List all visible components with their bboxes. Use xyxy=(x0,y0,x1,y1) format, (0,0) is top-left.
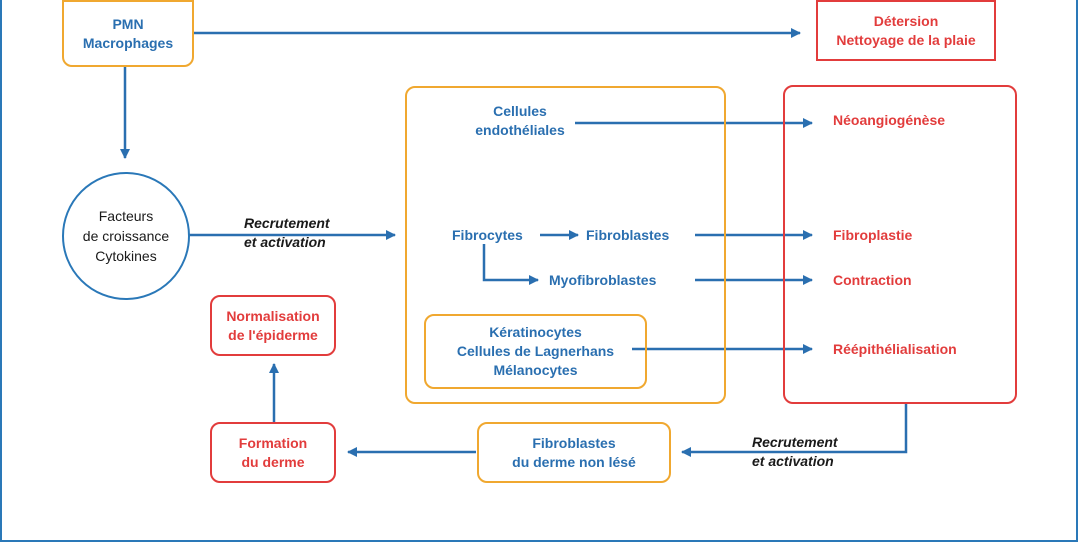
arrow-layer xyxy=(120,28,908,457)
fibroblastes-derme-box: Fibroblastes du derme non lésé xyxy=(477,422,671,483)
myofibroblastes-label: Myofibroblastes xyxy=(549,272,657,288)
fibroplastie-label: Fibroplastie xyxy=(833,227,913,243)
pmn-macrophages-box: PMN Macrophages xyxy=(62,0,194,67)
pmn-macrophages-text: PMN Macrophages xyxy=(82,15,174,51)
detersion-box: Détersion Nettoyage de la plaie xyxy=(816,0,996,61)
keratinocytes-text: Kératinocytes Cellules de Lagnerhans Mél… xyxy=(456,324,615,378)
facteurs-croissance-text: Facteurs de croissance Cytokines xyxy=(82,208,170,264)
normalisation-box: Normalisation de l'épiderme xyxy=(210,295,336,356)
neoangiogenese-label: Néoangiogénèse xyxy=(833,112,946,128)
keratinocytes-box: Kératinocytes Cellules de Lagnerhans Mél… xyxy=(424,314,647,389)
formation-derme-text: Formation du derme xyxy=(238,434,308,470)
formation-derme-box: Formation du derme xyxy=(210,422,336,483)
contraction-label: Contraction xyxy=(833,272,912,288)
cellules-endotheliales-label: Cellules endothéliales xyxy=(475,103,565,138)
recrutement-label-1: Recrutement et activation xyxy=(244,215,330,250)
fibroblastes-label: Fibroblastes xyxy=(586,227,670,243)
normalisation-text: Normalisation de l'épiderme xyxy=(226,307,320,343)
fibrocytes-label: Fibrocytes xyxy=(452,227,523,243)
facteurs-croissance-circle: Facteurs de croissance Cytokines xyxy=(62,172,190,300)
recrutement-label-2: Recrutement et activation xyxy=(752,434,838,469)
fibroblastes-derme-text: Fibroblastes du derme non lésé xyxy=(512,434,636,470)
detersion-text: Détersion Nettoyage de la plaie xyxy=(836,12,976,48)
cells-group-box xyxy=(405,86,726,404)
arrow-fibrocytes-myofibroblastes xyxy=(482,244,539,285)
reepithelialisation-label: Réépithélialisation xyxy=(833,341,957,357)
arrow-redbox-fibroblastes-derme xyxy=(681,404,908,457)
processes-box xyxy=(783,85,1017,404)
